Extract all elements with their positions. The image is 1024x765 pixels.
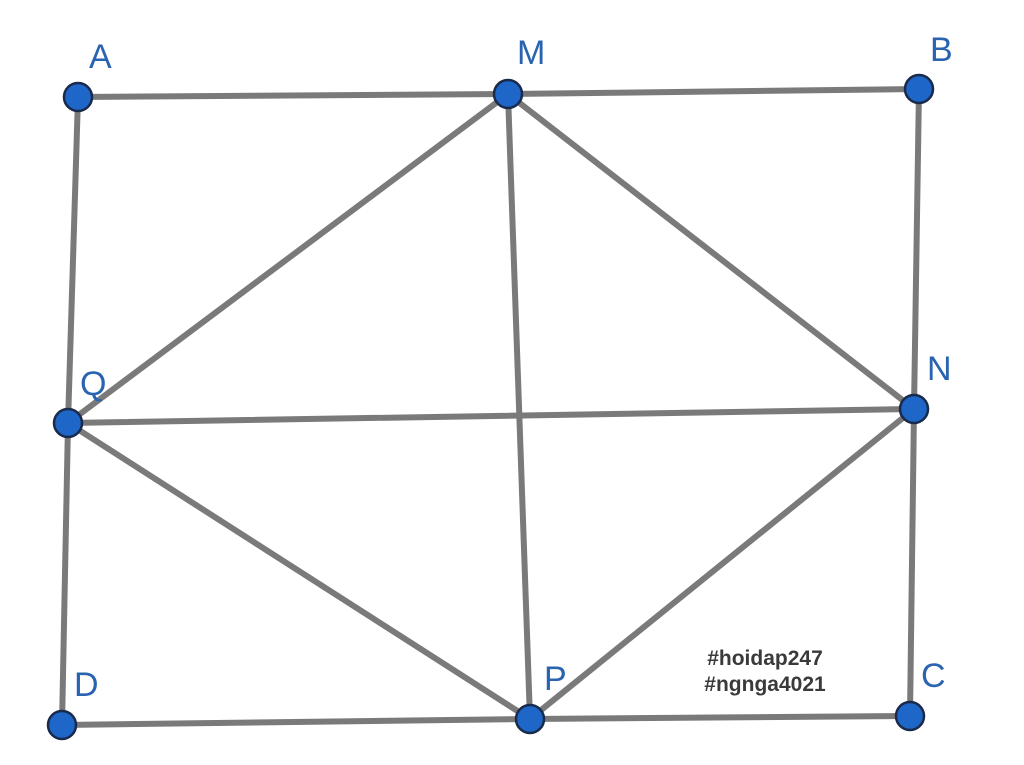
watermark-line-2: #ngnga4021: [704, 673, 826, 696]
points-layer: [46, 73, 935, 741]
segment-cp: [527, 713, 913, 722]
point-d: [46, 709, 78, 741]
segment-qn: [65, 406, 917, 426]
point-c: [894, 700, 926, 732]
segments-layer: [59, 86, 922, 728]
segment-nc: [907, 406, 917, 719]
point-m: [492, 78, 524, 110]
watermark-line-1: #hoidap247: [707, 647, 823, 670]
segment-pq: [65, 420, 533, 722]
point-label-p: P: [544, 660, 567, 698]
point-p: [514, 703, 546, 735]
segment-mn: [505, 91, 917, 412]
point-a: [62, 81, 94, 113]
point-label-n: N: [927, 350, 952, 388]
segment-mb: [505, 86, 922, 97]
point-label-c: C: [921, 657, 946, 695]
point-b: [903, 73, 935, 105]
segment-am: [75, 91, 511, 100]
segment-qa: [65, 94, 81, 426]
point-label-q: Q: [80, 365, 106, 403]
point-label-m: M: [517, 34, 545, 72]
point-label-a: A: [89, 38, 112, 76]
labels-layer: A M B N C P D Q: [74, 31, 953, 704]
segment-np: [527, 406, 917, 722]
segment-dq: [59, 420, 71, 728]
segment-pd: [59, 716, 533, 728]
segment-bn: [911, 86, 922, 412]
point-n: [898, 393, 930, 425]
point-q: [52, 407, 84, 439]
point-label-b: B: [930, 31, 953, 69]
point-label-d: D: [74, 666, 99, 704]
segment-qm: [65, 91, 511, 426]
segment-mp: [505, 91, 533, 722]
watermark: #hoidap247 #ngnga4021: [690, 646, 840, 698]
